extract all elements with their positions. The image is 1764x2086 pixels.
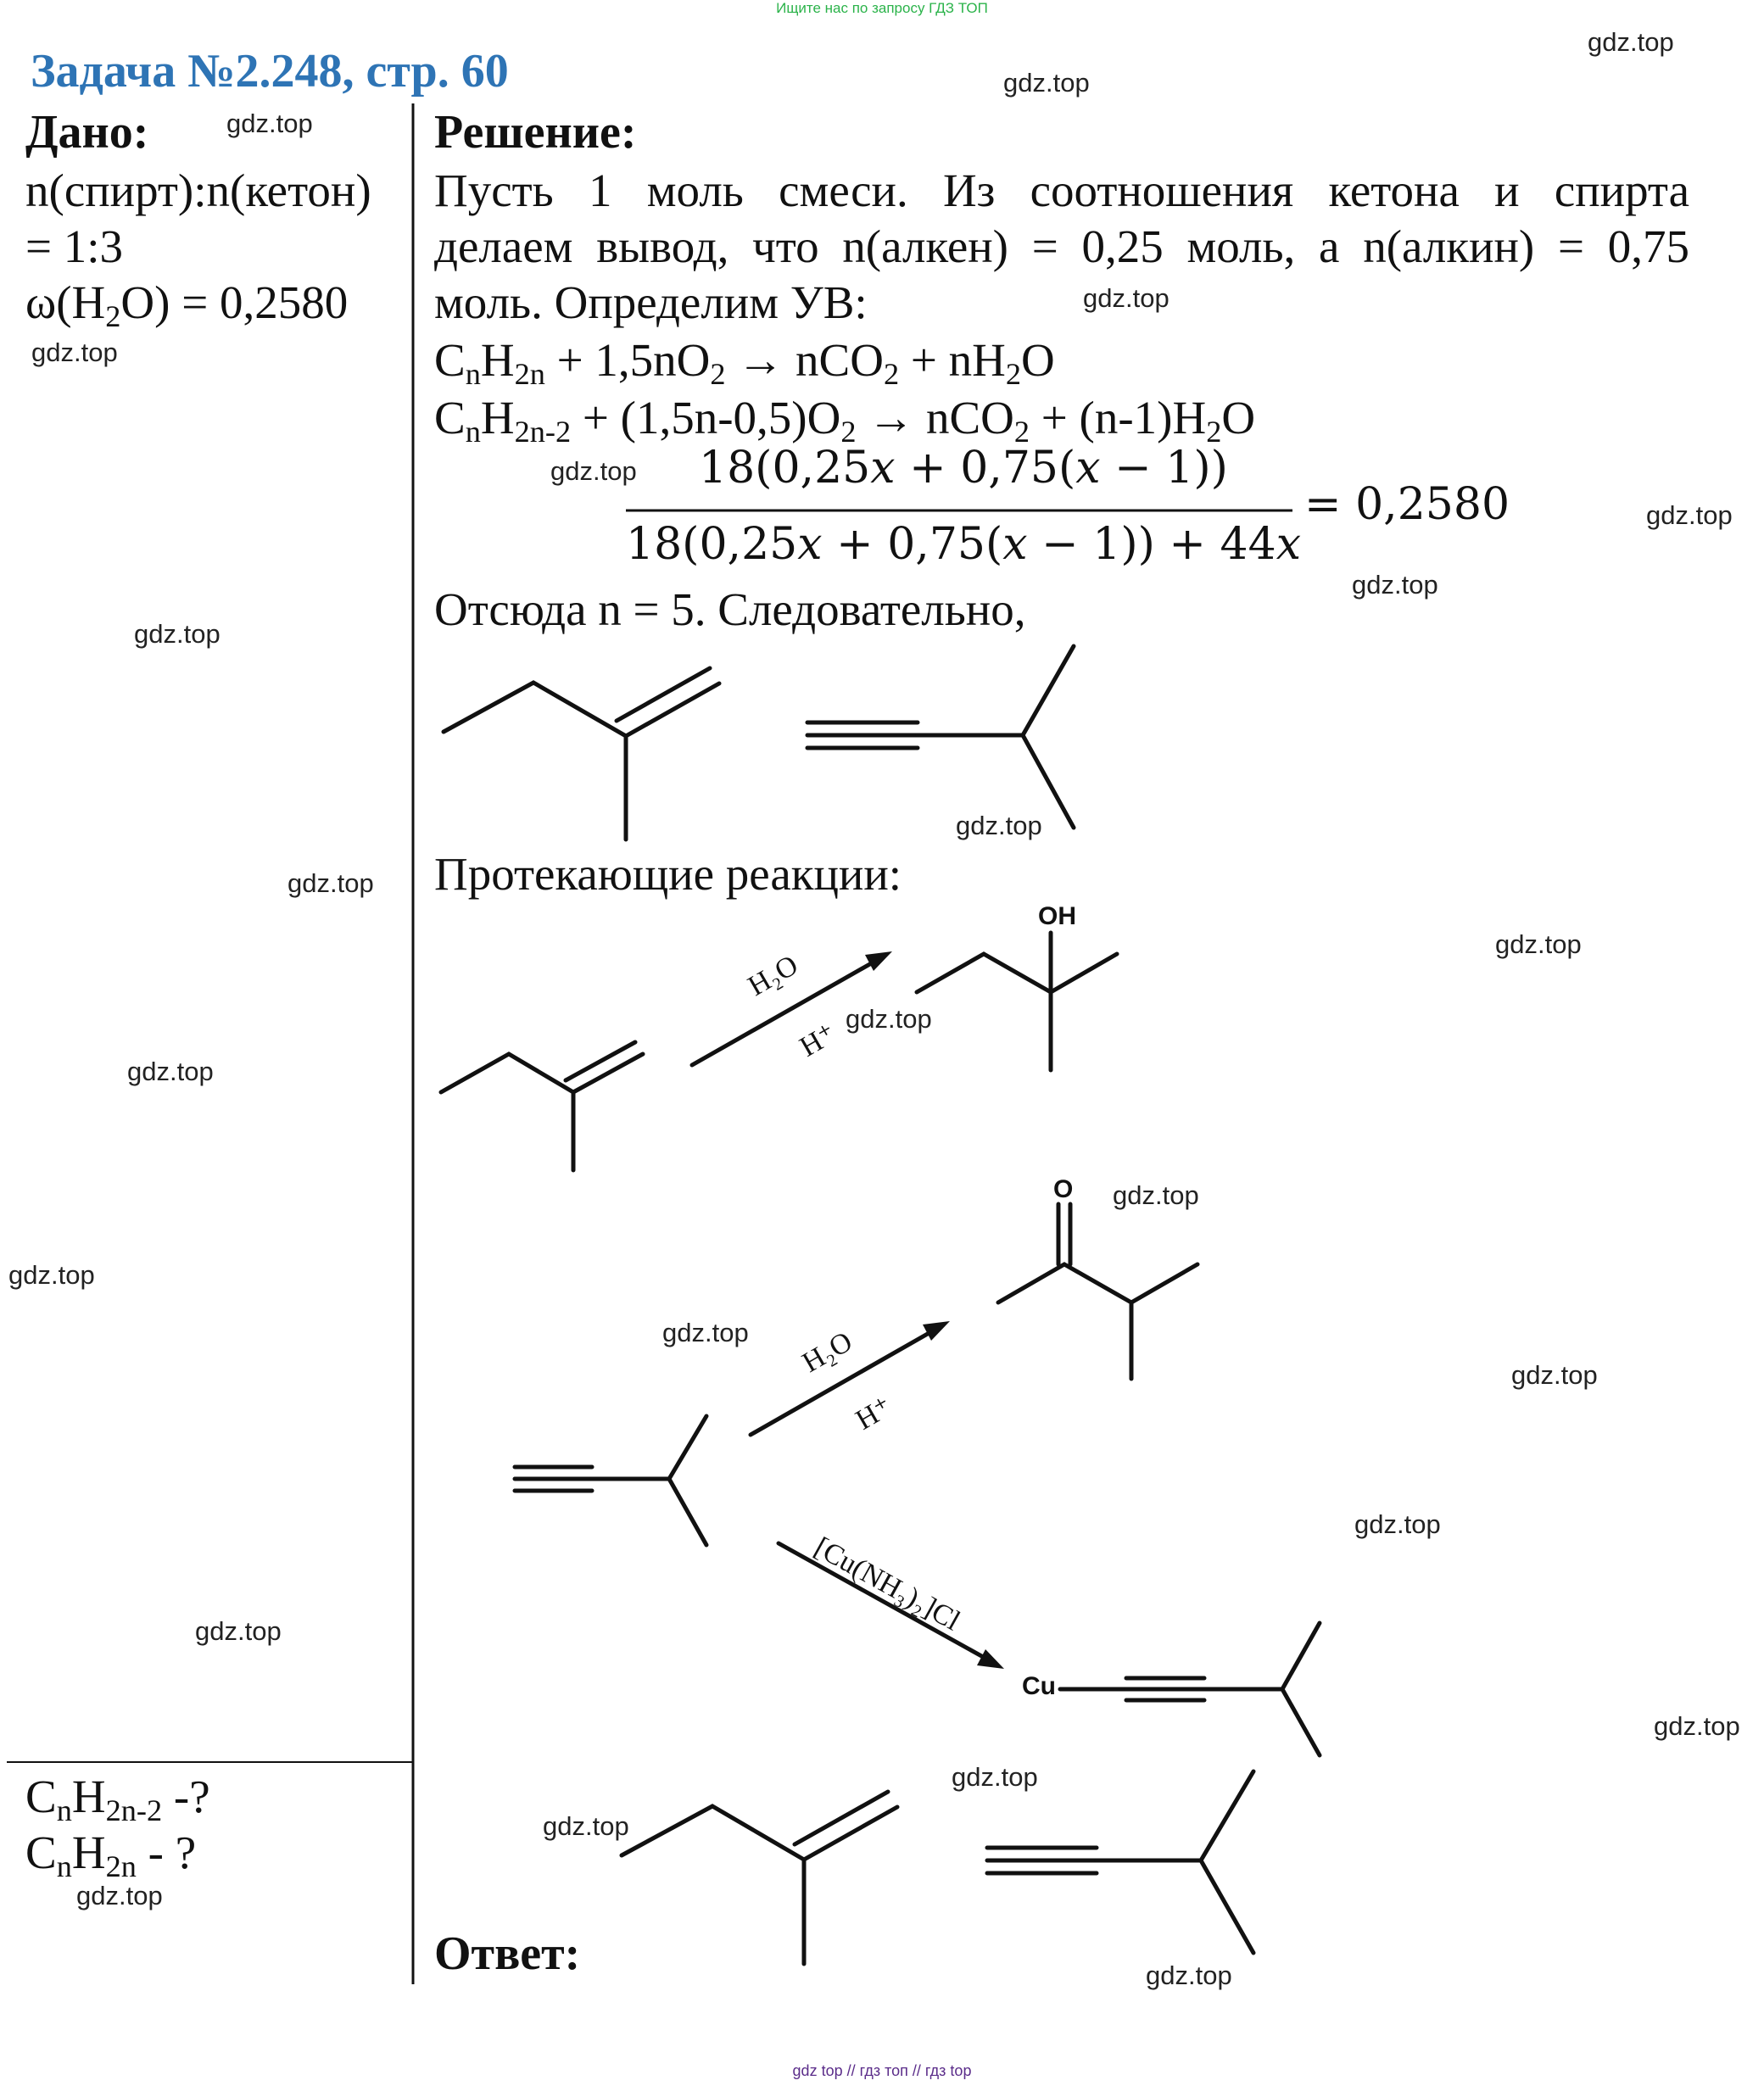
- label-o: O: [1053, 1175, 1074, 1203]
- arrow-copper-reaction: [776, 1541, 1004, 1669]
- structure-methylbutene-2: [438, 1040, 645, 1173]
- solution-paragraph-line2: делаем вывод, что n(алкен) = 0,25 моль, …: [434, 220, 1689, 272]
- footer-links[interactable]: gdz top // гдз топ // гдз top: [792, 2062, 972, 2079]
- watermark: gdz.top: [956, 811, 1042, 840]
- solution-paragraph-line3: моль. Определим УВ:: [434, 276, 868, 328]
- structure-methylbutyne-1: [805, 644, 1076, 830]
- watermark: gdz.top: [134, 619, 220, 649]
- equation-rhs: = 0,2580: [1304, 479, 1510, 530]
- watermark: gdz.top: [1354, 1509, 1441, 1539]
- watermark: gdz.top: [127, 1057, 214, 1086]
- watermark: gdz.top: [952, 1762, 1038, 1792]
- watermark: gdz.top: [287, 868, 374, 898]
- watermark: gdz.top: [550, 456, 637, 486]
- given-omega: ω(H2O) = 0,2580: [25, 276, 349, 334]
- arrow-hydration-alkene: [689, 951, 892, 1068]
- watermark: gdz.top: [1646, 500, 1733, 530]
- watermark: gdz.top: [1352, 570, 1438, 600]
- structure-methylbutene-answer: [619, 1789, 900, 1966]
- structure-methylbutanol: [914, 930, 1119, 1073]
- watermark: gdz.top: [1146, 1961, 1232, 1990]
- structure-copper-acetylide: [1058, 1620, 1322, 1758]
- conclusion-text: Отсюда n = 5. Следовательно,: [434, 583, 1026, 635]
- watermark: gdz.top: [1654, 1711, 1740, 1741]
- answer-header: Ответ:: [434, 1927, 581, 1980]
- structure-methylbutyne-answer: [985, 1769, 1256, 1955]
- watermark: gdz.top: [1588, 27, 1674, 57]
- watermark: gdz.top: [662, 1318, 749, 1347]
- watermark: gdz.top: [1003, 68, 1090, 98]
- label-cu: Cu: [1022, 1672, 1056, 1700]
- structure-methylbutene-1: [441, 666, 722, 842]
- watermark: gdz.top: [543, 1811, 629, 1841]
- equation-numerator: 18(0,25x + 0,75(x − 1)): [699, 443, 1228, 494]
- watermark: gdz.top: [31, 337, 118, 367]
- arrow-hydration-alkyne: [748, 1321, 950, 1437]
- watermark: gdz.top: [1083, 283, 1169, 313]
- equation-denominator: 18(0,25x + 0,75(x − 1)) + 44x: [626, 519, 1302, 570]
- find-alkyne: CnH2n-2 -?: [25, 1771, 210, 1828]
- solution-paragraph-line1: Пусть 1 моль смеси. Из соотношения кетон…: [434, 165, 1689, 216]
- structure-methylbutyne-2: [512, 1414, 709, 1548]
- watermark: gdz.top: [226, 109, 313, 138]
- watermark: gdz.top: [195, 1616, 282, 1646]
- given-ratio-line1: n(спирт):n(кетон): [25, 165, 371, 216]
- given-header: Дано:: [25, 106, 149, 159]
- watermark: gdz.top: [1113, 1180, 1199, 1210]
- label-oh: OH: [1038, 902, 1076, 930]
- watermark: gdz.top: [76, 1881, 163, 1910]
- top-banner[interactable]: Ищите нас по запросу ГДЗ ТОП: [776, 0, 988, 16]
- given-ratio-line2: = 1:3: [25, 220, 124, 272]
- combustion-alkene: CnH2n + 1,5nO2 → nCO2 + nH2O: [434, 334, 1055, 392]
- structure-methylbutanone: [996, 1202, 1200, 1381]
- combustion-alkyne: CnH2n-2 + (1,5n-0,5)O2 → nCO2 + (n-1)H2O: [434, 392, 1256, 449]
- watermark: gdz.top: [1511, 1360, 1598, 1390]
- watermark: gdz.top: [8, 1260, 95, 1290]
- solution-header: Решение:: [434, 106, 637, 159]
- watermark: gdz.top: [1495, 929, 1582, 959]
- find-alkene: CnH2n - ?: [25, 1827, 197, 1884]
- watermark: gdz.top: [846, 1004, 932, 1034]
- page-title: Задача №2.248, стр. 60: [31, 45, 509, 98]
- reactions-header: Протекающие реакции:: [434, 848, 902, 900]
